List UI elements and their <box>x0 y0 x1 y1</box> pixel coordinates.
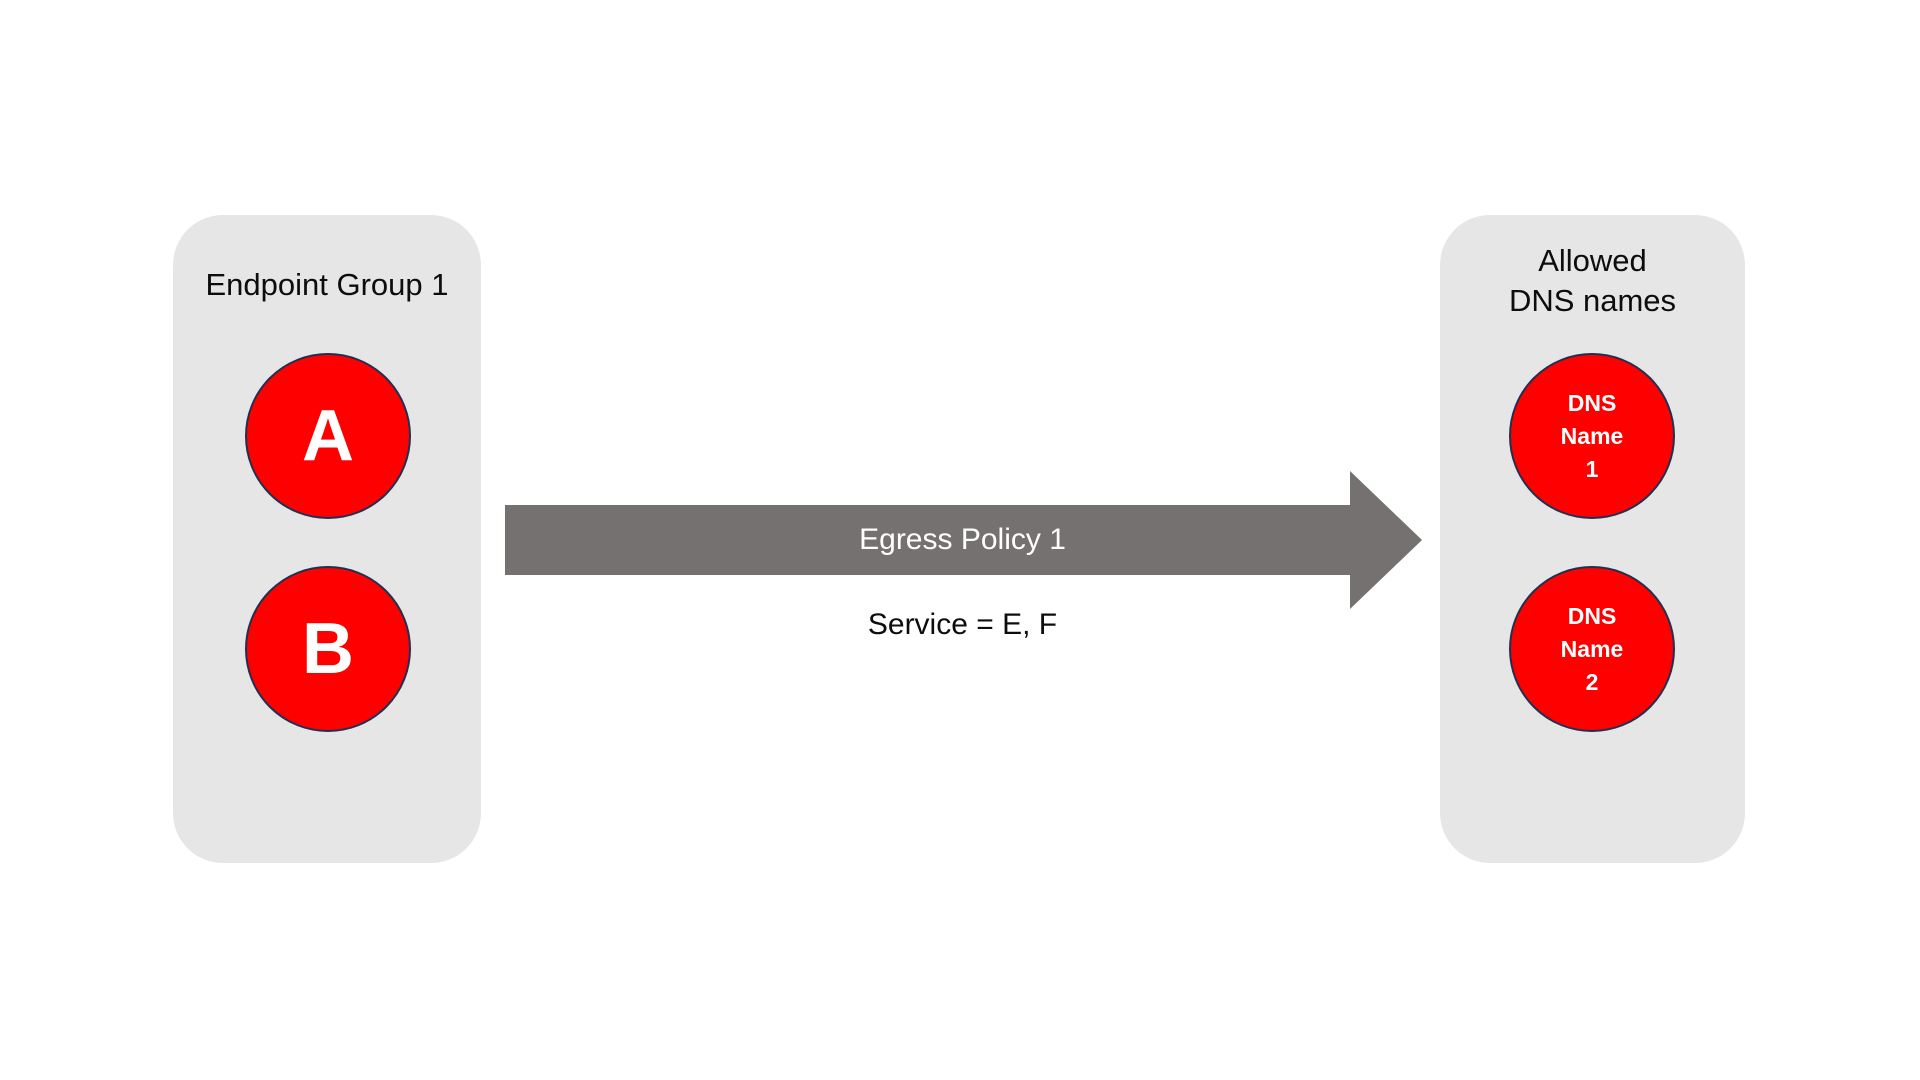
dns-node-2-line3: 2 <box>1585 668 1599 695</box>
dns-node-1-line1: DNS <box>1567 389 1617 416</box>
dns-node-1: DNS Name 1 <box>1509 353 1675 519</box>
allowed-dns-panel: Allowed DNS names <box>1440 215 1745 863</box>
dns-node-1-line3: 1 <box>1585 455 1599 482</box>
endpoint-node-b-label: B <box>302 609 354 689</box>
egress-policy-label: Egress Policy 1 <box>859 523 1066 556</box>
allowed-dns-title-line2: DNS names <box>1508 283 1677 318</box>
allowed-dns-title: Allowed DNS names <box>1440 215 1745 321</box>
endpoint-group-panel: Endpoint Group 1 <box>173 215 481 863</box>
egress-arrow-head <box>1350 471 1422 609</box>
endpoint-node-a-label: A <box>302 396 354 476</box>
endpoint-node-a: A <box>245 353 411 519</box>
dns-node-2-line2: Name <box>1560 635 1624 662</box>
dns-node-1-line2: Name <box>1560 422 1624 449</box>
egress-arrow-shaft <box>505 505 1350 575</box>
dns-node-2-label: DNS Name 2 <box>1561 600 1624 699</box>
dns-node-2: DNS Name 2 <box>1509 566 1675 732</box>
endpoint-group-title: Endpoint Group 1 <box>205 267 449 302</box>
service-label: Service = E, F <box>867 608 1058 641</box>
dns-node-2-line1: DNS <box>1567 602 1617 629</box>
allowed-dns-title-line1: Allowed <box>1538 243 1647 278</box>
endpoint-node-b: B <box>245 566 411 732</box>
dns-node-1-label: DNS Name 1 <box>1561 387 1624 486</box>
